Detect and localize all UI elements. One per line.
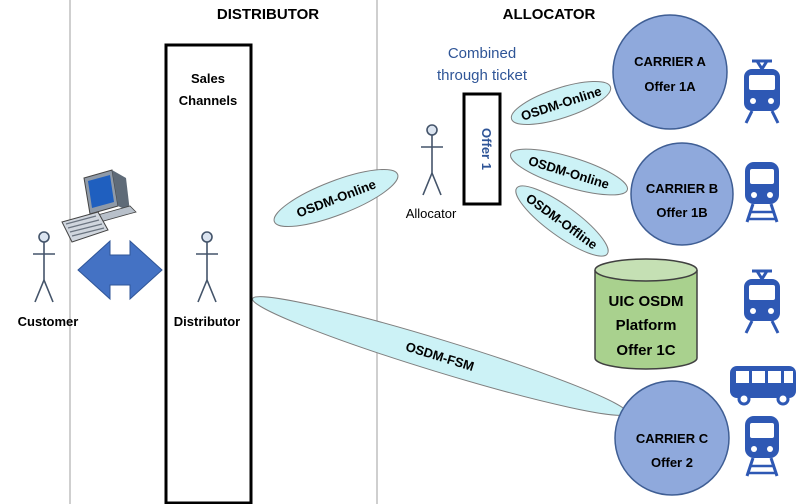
allocator-figure [421, 124, 443, 196]
customer-figure [33, 231, 55, 303]
connection-ellipse-distributor-allocator [273, 169, 399, 227]
offer-box-label: Offer 1 [479, 128, 494, 170]
offer-box [462, 92, 502, 206]
sales-channels-label-line1: Sales [191, 71, 225, 86]
train-icon [743, 160, 781, 224]
carrier-b-offer: Offer 1B [656, 205, 707, 220]
allocator-label: Allocator [406, 206, 457, 221]
carrier-a-offer: Offer 1A [644, 79, 696, 94]
platform-cylinder [594, 258, 698, 370]
bus-icon [730, 366, 796, 406]
platform-line3: Offer 1C [616, 342, 675, 359]
carrier-c-offer: Offer 2 [651, 455, 693, 470]
offer-caption-line2: through ticket [437, 67, 528, 84]
carrier-a-circle [612, 14, 728, 130]
carrier-c-circle [614, 380, 730, 496]
train-icon [743, 414, 781, 478]
carrier-a-name: CARRIER A [634, 54, 706, 69]
computer-icon [61, 169, 137, 243]
carrier-b-circle [630, 142, 734, 246]
sales-channels-label-line2: Channels [179, 93, 238, 108]
tram-icon [742, 269, 782, 335]
distributor-figure [196, 231, 218, 303]
sales-channels-box [164, 43, 253, 504]
header-allocator: ALLOCATOR [503, 6, 596, 23]
platform-line1: UIC OSDM [609, 293, 684, 310]
customer-label: Customer [18, 314, 79, 329]
connection-ellipse-allocator-carrier-b [510, 148, 628, 196]
double-arrow-icon [77, 239, 163, 301]
connection-ellipse-allocator-platform [515, 185, 609, 257]
connection-label-allocator-platform: OSDM-Offline [523, 191, 600, 253]
connection-ellipse-allocator-carrier-a [510, 81, 612, 125]
carrier-c-name: CARRIER C [636, 431, 709, 446]
platform-line2: Platform [616, 317, 677, 334]
tram-icon [742, 59, 782, 125]
distributor-label: Distributor [174, 314, 240, 329]
header-distributor: DISTRIBUTOR [217, 6, 319, 23]
offer-caption-line1: Combined [448, 45, 516, 62]
carrier-b-name: CARRIER B [646, 181, 718, 196]
